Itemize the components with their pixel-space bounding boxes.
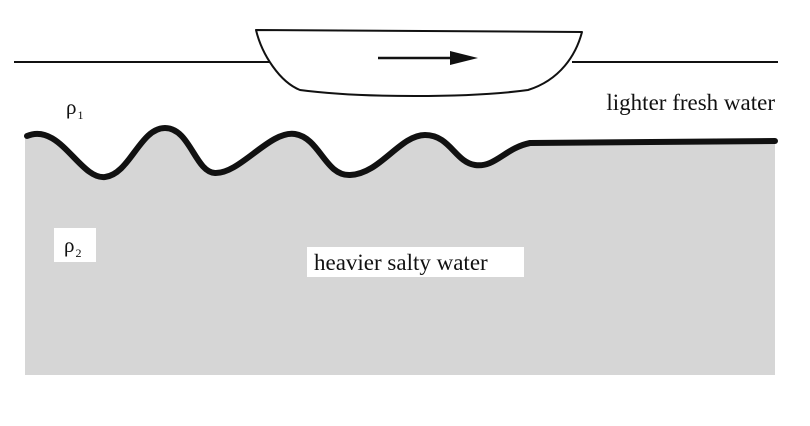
salty-water-label-bg [307,247,524,277]
arrow-right-icon [378,51,478,65]
rho-2-label: ρ2 [64,233,81,260]
fresh-water-label: lighter fresh water [606,90,775,115]
density-interface-wave [24,125,778,181]
rho-1-label: ρ1 [66,95,83,122]
salty-water-label: heavier salty water [314,250,488,275]
boat-hull-icon [255,29,583,97]
rho-2-label-bg [54,228,96,262]
